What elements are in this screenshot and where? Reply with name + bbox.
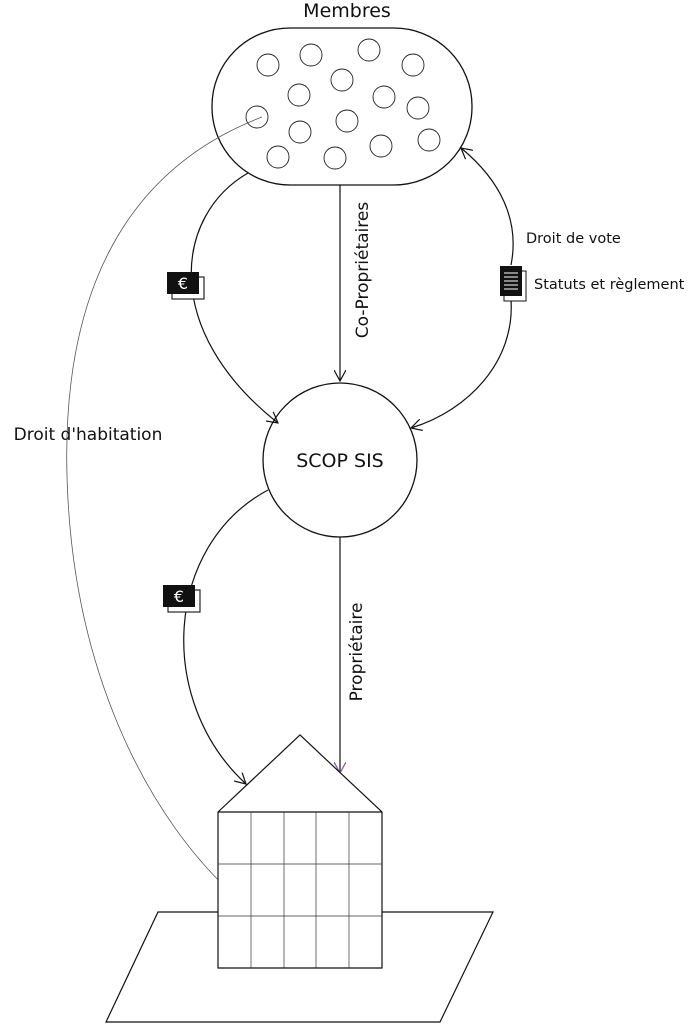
scop-payment-arrow xyxy=(183,489,269,784)
member-circle-icon xyxy=(288,120,312,144)
member-circle-icon xyxy=(256,53,280,77)
housing-right-arrow xyxy=(66,116,263,897)
member-circle-icon xyxy=(369,134,393,158)
owner-label: Propriétaire xyxy=(347,603,367,702)
member-circle-icon xyxy=(299,43,323,67)
building-grid xyxy=(218,812,382,968)
scop-label: SCOP SIS xyxy=(296,450,384,472)
member-circle-icon xyxy=(287,83,311,107)
house-icon xyxy=(217,734,383,969)
euro-banknote-icon: € xyxy=(167,272,205,300)
member-circle-icon xyxy=(417,128,441,152)
voting-right-arrow xyxy=(461,148,514,266)
member-circle-icon xyxy=(335,109,359,133)
statutes-arrow xyxy=(411,299,512,428)
coowners-label: Co-Propriétaires xyxy=(353,202,373,339)
voting-right-label: Droit de vote xyxy=(526,231,621,247)
euro-symbol: € xyxy=(174,587,184,606)
building-body xyxy=(217,734,383,969)
member-circle-icon xyxy=(330,68,354,92)
member-circle-icon xyxy=(266,145,290,169)
member-circle-icon xyxy=(323,146,347,170)
euro-banknote-icon: € xyxy=(163,585,201,613)
member-circle-icon xyxy=(357,38,381,62)
member-circle-icon xyxy=(372,85,396,109)
member-circle-icon xyxy=(401,53,425,77)
member-circle-icon xyxy=(406,96,430,120)
document-stack-icon xyxy=(500,266,527,302)
statutes-label: Statuts et règlement xyxy=(534,277,685,293)
members-title: Membres xyxy=(303,0,391,22)
euro-symbol: € xyxy=(178,274,188,293)
members-circles xyxy=(245,38,441,170)
housing-right-label: Droit d'habitation xyxy=(14,425,163,445)
member-circle-icon xyxy=(245,105,269,129)
